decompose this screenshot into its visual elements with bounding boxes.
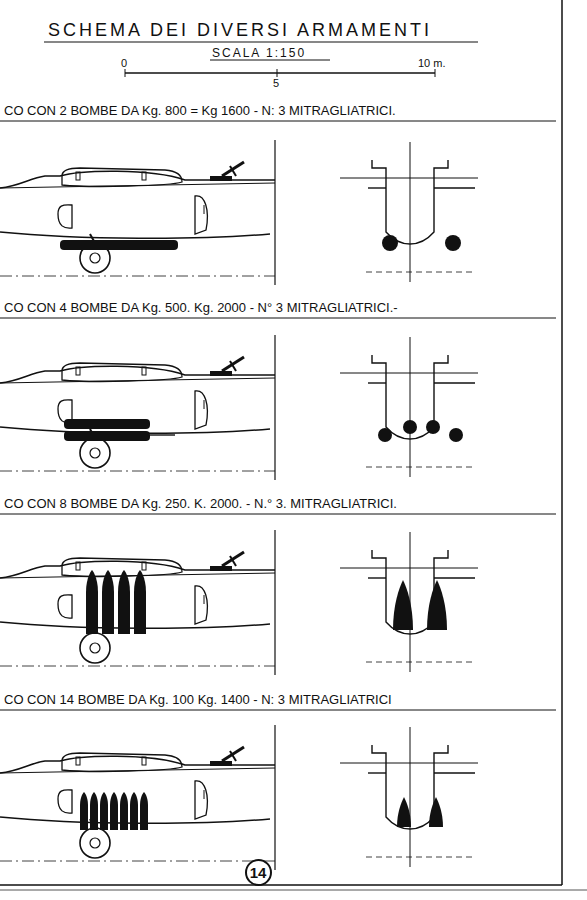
armament-heading: CO CON 8 BOMBE DA Kg. 250. K. 2000. - N.… xyxy=(4,497,397,511)
bomb xyxy=(100,792,108,830)
bomb xyxy=(130,792,138,830)
page-number-text: 14 xyxy=(250,864,267,881)
bomb xyxy=(140,792,148,830)
scale-number: 0 xyxy=(121,57,127,69)
scale-label: SCALA 1:150 xyxy=(212,47,306,60)
bomb xyxy=(120,792,128,830)
scale-number: 5 xyxy=(273,77,279,89)
page-number: 14 xyxy=(245,859,272,886)
bomb xyxy=(80,792,88,830)
armament-heading: CO CON 4 BOMBE DA Kg. 500. Kg. 2000 - N°… xyxy=(4,301,398,315)
bomb xyxy=(90,792,98,830)
armament-heading: CO CON 14 BOMBE DA Kg. 100 Kg. 1400 - N:… xyxy=(4,693,392,707)
bomb xyxy=(134,570,146,634)
bomb xyxy=(110,792,118,830)
bomb xyxy=(102,570,114,634)
title: SCHEMA DEI DIVERSI ARMAMENTI xyxy=(48,21,432,41)
scale-label: 10 m. xyxy=(418,57,446,69)
armament-heading: CO CON 2 BOMBE DA Kg. 800 = Kg 1600 - N:… xyxy=(4,104,396,118)
bomb xyxy=(86,570,98,634)
bomb xyxy=(118,570,130,634)
